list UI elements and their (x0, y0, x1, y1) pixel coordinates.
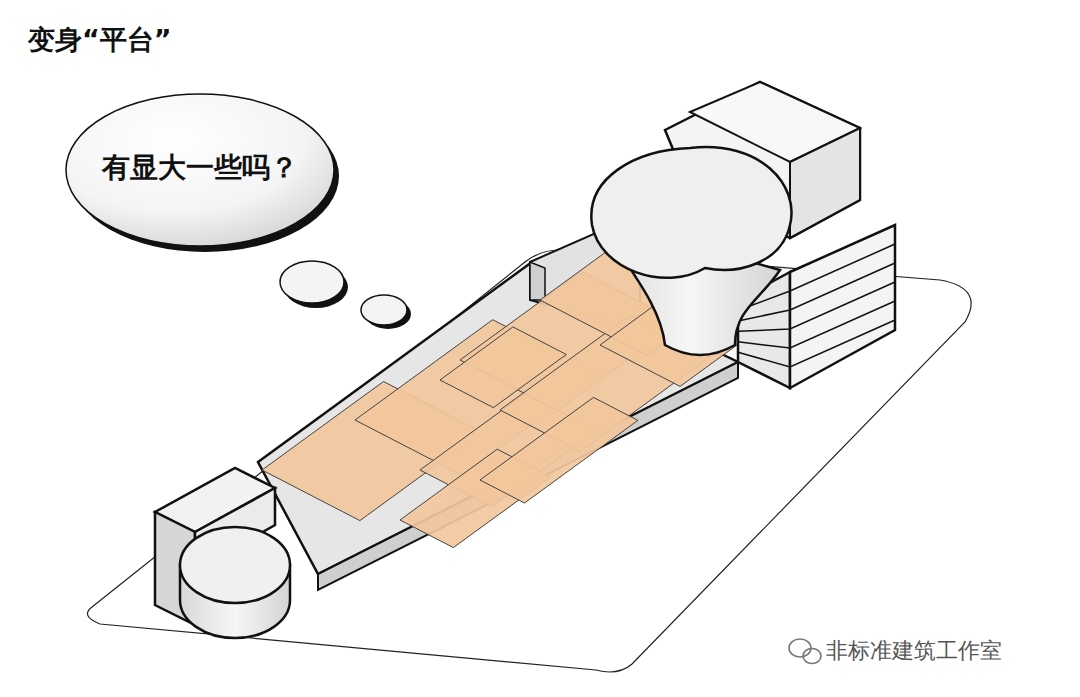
tower-front (790, 225, 895, 388)
thought-dot (280, 261, 344, 303)
bubble-text: 有显大一些吗？ (102, 149, 298, 187)
upper-volume-face (790, 128, 860, 238)
left-cylinder-top (180, 527, 290, 603)
watermark: 非标准建筑工作室 (826, 636, 1002, 666)
thought-bubble: 有显大一些吗？ (64, 92, 336, 250)
thought-dot (361, 295, 407, 325)
back-wall-side (530, 262, 545, 300)
title: 变身“平台” (28, 22, 172, 58)
egg-cylinder-top (591, 147, 791, 278)
wechat-icon (789, 639, 821, 664)
